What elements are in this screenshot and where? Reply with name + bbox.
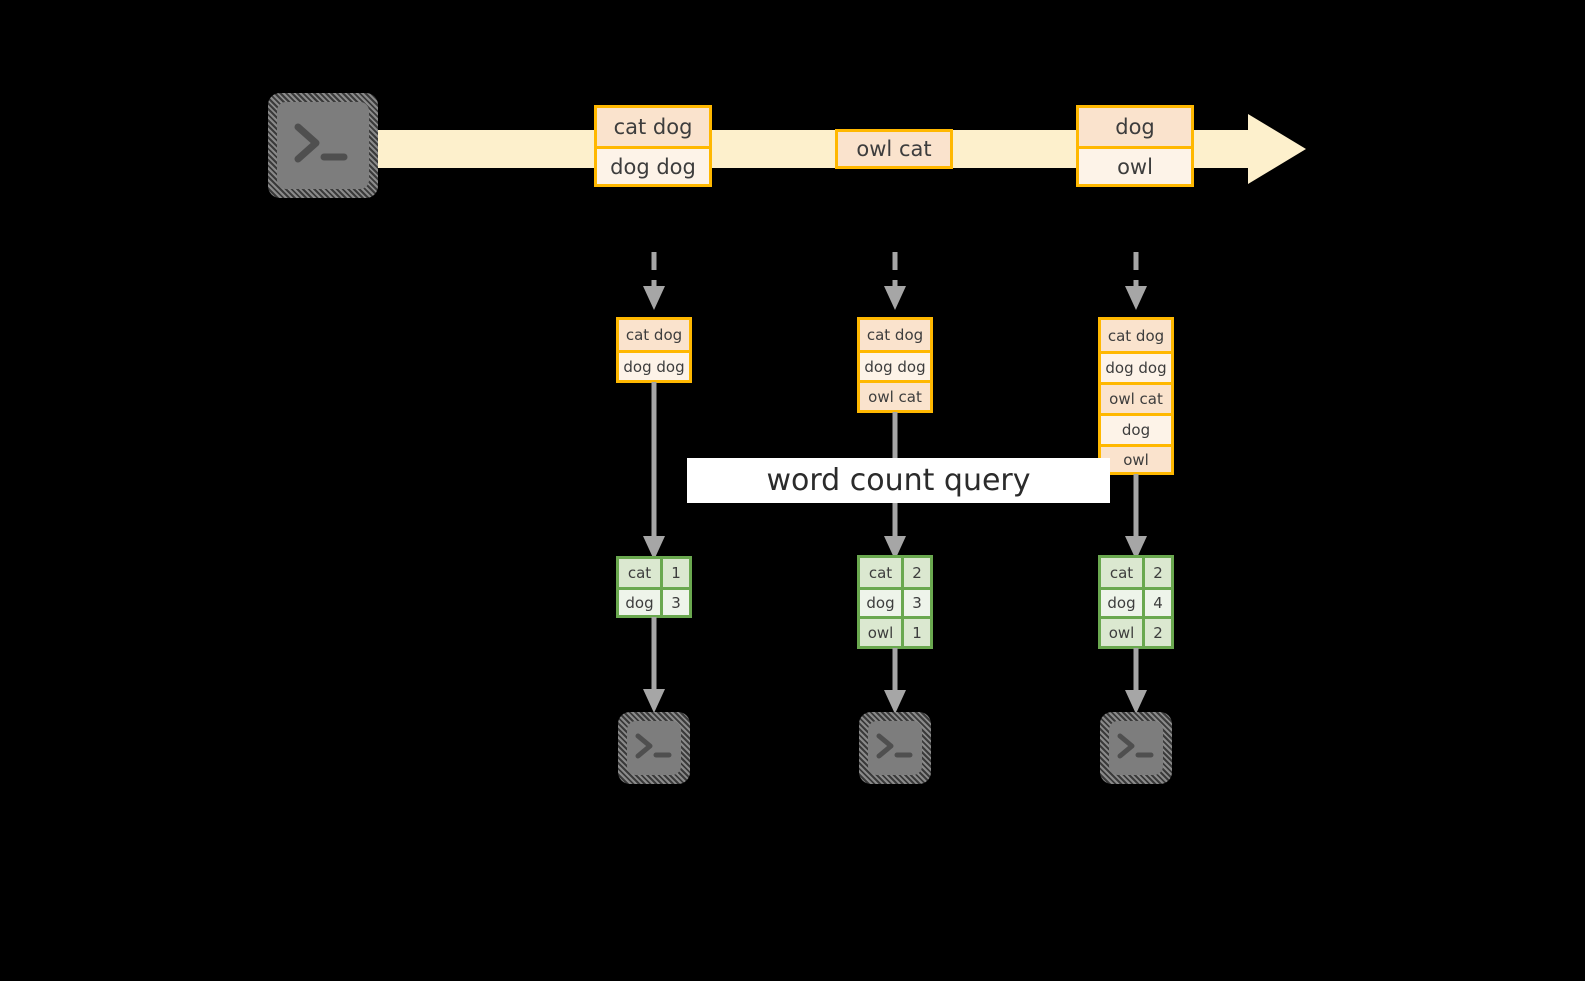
- sink-connector-2: [881, 648, 909, 718]
- result-count: 1: [663, 559, 689, 587]
- snapshot-input-row: dog: [1101, 413, 1171, 444]
- result-row: cat 2: [860, 558, 930, 587]
- snapshot-1-input-stack: cat dog dog dog: [616, 317, 692, 383]
- sink-terminal-icon-2: [859, 712, 931, 784]
- snapshot-input-row: dog dog: [860, 350, 930, 380]
- snapshot-input-row: cat dog: [619, 320, 689, 350]
- snapshot-2-input-stack: cat dog dog dog owl cat: [857, 317, 933, 413]
- sink-connector-3: [1122, 648, 1150, 718]
- result-count: 3: [663, 590, 689, 615]
- snapshot-input-row: owl: [1101, 444, 1171, 472]
- snapshot-1-result-table: cat 1 dog 3: [616, 556, 692, 618]
- result-count: 2: [904, 558, 930, 587]
- stream-group-3: dog owl: [1076, 105, 1194, 187]
- sink-terminal-icon-1: [618, 712, 690, 784]
- stream-record: cat dog: [597, 108, 709, 146]
- sink-connector-1: [640, 617, 668, 717]
- result-word: owl: [1101, 619, 1145, 646]
- terminal-prompt-glyph: [1117, 733, 1154, 759]
- result-row: cat 1: [619, 559, 689, 587]
- snapshot-input-row: owl cat: [1101, 382, 1171, 413]
- terminal-prompt-glyph: [876, 733, 913, 759]
- result-row: cat 2: [1101, 558, 1171, 587]
- result-word: dog: [1101, 590, 1145, 616]
- source-terminal-icon: [268, 93, 378, 198]
- snapshot-input-row: dog dog: [1101, 351, 1171, 382]
- result-word: cat: [860, 558, 904, 587]
- result-word: cat: [619, 559, 663, 587]
- stream-record: dog: [1079, 108, 1191, 146]
- result-word: owl: [860, 619, 904, 646]
- snapshot-3-result-table: cat 2 dog 4 owl 2: [1098, 555, 1174, 649]
- snapshot-tap-connector-1: [640, 252, 668, 314]
- stream-record: dog dog: [597, 146, 709, 184]
- snapshot-input-row: owl cat: [860, 380, 930, 410]
- result-row: dog 3: [619, 587, 689, 615]
- terminal-prompt-glyph: [635, 733, 672, 759]
- snapshot-3-input-stack: cat dog dog dog owl cat dog owl: [1098, 317, 1174, 475]
- result-word: dog: [619, 590, 663, 615]
- query-label-band: word count query: [687, 458, 1110, 503]
- result-row: dog 4: [1101, 587, 1171, 616]
- result-count: 2: [1145, 558, 1171, 587]
- stream-group-1: cat dog dog dog: [594, 105, 712, 187]
- terminal-prompt-glyph: [294, 123, 348, 163]
- stream-record: owl cat: [838, 132, 950, 166]
- result-word: cat: [1101, 558, 1145, 587]
- result-row: owl 1: [860, 616, 930, 646]
- result-count: 3: [904, 590, 930, 616]
- stream-record: owl: [1079, 146, 1191, 184]
- result-count: 2: [1145, 619, 1171, 646]
- snapshot-tap-connector-3: [1122, 252, 1150, 314]
- snapshot-input-row: cat dog: [860, 320, 930, 350]
- sink-terminal-icon-3: [1100, 712, 1172, 784]
- stream-group-2: owl cat: [835, 129, 953, 169]
- snapshot-input-row: cat dog: [1101, 320, 1171, 351]
- result-row: owl 2: [1101, 616, 1171, 646]
- terminal-body: [627, 721, 681, 775]
- result-row: dog 3: [860, 587, 930, 616]
- result-count: 1: [904, 619, 930, 646]
- terminal-body: [868, 721, 922, 775]
- query-connector-3: [1122, 474, 1150, 564]
- snapshot-tap-connector-2: [881, 252, 909, 314]
- query-connector-1: [640, 382, 668, 564]
- result-word: dog: [860, 590, 904, 616]
- result-count: 4: [1145, 590, 1171, 616]
- snapshot-input-row: dog dog: [619, 350, 689, 380]
- snapshot-2-result-table: cat 2 dog 3 owl 1: [857, 555, 933, 649]
- terminal-body: [1109, 721, 1163, 775]
- query-label-text: word count query: [766, 463, 1031, 498]
- terminal-body: [277, 102, 369, 189]
